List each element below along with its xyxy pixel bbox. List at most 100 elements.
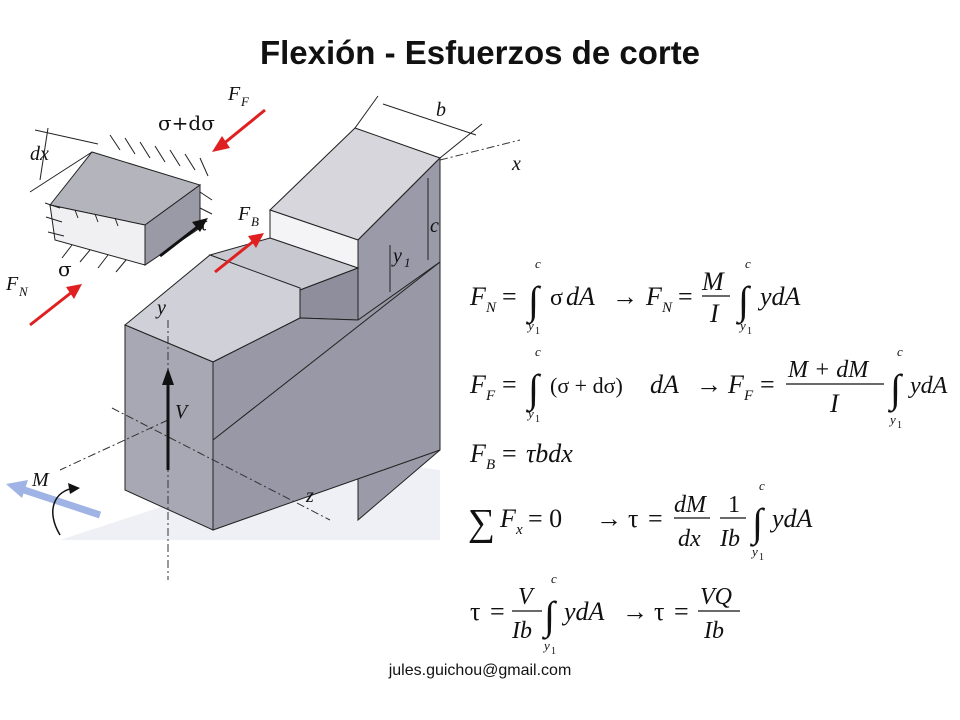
svg-text:Ib: Ib — [719, 526, 740, 552]
svg-text:c: c — [897, 344, 903, 359]
svg-text:I: I — [709, 299, 720, 328]
svg-text:(σ + dσ): (σ + dσ) — [550, 373, 623, 398]
dim-b-ext1 — [354, 95, 379, 129]
svg-text:=: = — [502, 439, 517, 468]
svg-text:→: → — [622, 597, 648, 626]
dim-b — [382, 103, 477, 136]
svg-text:x: x — [515, 522, 523, 538]
svg-text:=: = — [674, 597, 689, 626]
equation-4: ∑ F x = 0 → τ = dM dx 1 Ib ∫ c y 1 ydA — [468, 478, 813, 563]
svg-text:c: c — [535, 344, 541, 359]
force-FF-arrowhead — [212, 136, 230, 152]
neutral-line — [212, 261, 441, 441]
svg-text:1: 1 — [759, 552, 764, 563]
label-FN: F — [5, 273, 19, 295]
equation-1: F N = ∫ c y 1 σ dA → F N = M I ∫ c y 1 y… — [469, 256, 801, 337]
tau-arrowhead — [192, 218, 208, 232]
svg-text:∑: ∑ — [468, 502, 495, 544]
label-tau: τ — [198, 214, 208, 235]
svg-text:F: F — [645, 282, 663, 311]
svg-text:Ib: Ib — [511, 618, 532, 644]
svg-text:∫: ∫ — [735, 278, 752, 325]
dim-b-ext2 — [439, 123, 483, 159]
svg-text:∫: ∫ — [525, 366, 542, 413]
svg-text:dx: dx — [678, 526, 701, 552]
dx-dim — [39, 127, 49, 181]
stress-arrows-right — [109, 134, 213, 215]
svg-text:1: 1 — [728, 492, 740, 518]
label-sigma-dsigma: σ+dσ — [158, 111, 215, 135]
svg-text:τ: τ — [628, 504, 638, 533]
svg-text:→: → — [612, 282, 638, 311]
svg-text:F: F — [743, 388, 754, 404]
svg-text:τ: τ — [470, 597, 480, 626]
svg-text:=: = — [490, 597, 505, 626]
svg-text:N: N — [485, 300, 497, 316]
svg-text:dM: dM — [674, 492, 708, 518]
svg-text:→: → — [696, 370, 722, 399]
svg-text:VQ: VQ — [700, 584, 732, 610]
label-M: M — [31, 469, 50, 491]
label-FF-sub: F — [240, 94, 250, 109]
svg-text:B: B — [486, 457, 495, 473]
svg-text:y: y — [526, 406, 534, 421]
svg-text:I: I — [829, 389, 840, 418]
svg-text:V: V — [518, 584, 535, 610]
moment-axis-arrowhead — [6, 480, 28, 498]
svg-text:F: F — [727, 370, 745, 399]
label-FF: F — [227, 83, 241, 105]
force-FN-arrow — [29, 290, 73, 327]
stress-arrows-left — [44, 202, 127, 273]
svg-text:=: = — [502, 282, 517, 311]
label-FB: F — [237, 203, 251, 225]
svg-text:1: 1 — [747, 326, 752, 337]
svg-text:σ: σ — [550, 285, 563, 311]
svg-text:→: → — [596, 504, 622, 533]
svg-text:y: y — [526, 318, 534, 333]
svg-text:ydA: ydA — [561, 597, 605, 626]
svg-text:dA: dA — [650, 370, 679, 399]
svg-text:ydA: ydA — [757, 282, 801, 311]
svg-text:F: F — [469, 282, 487, 311]
svg-text:∫: ∫ — [525, 278, 542, 325]
label-V: V — [175, 401, 190, 423]
svg-text:1: 1 — [897, 420, 902, 431]
svg-text:1: 1 — [551, 646, 556, 657]
moment-arc — [52, 487, 76, 536]
force-FN-arrowhead — [66, 284, 82, 299]
svg-text:F: F — [469, 439, 487, 468]
svg-text:c: c — [745, 256, 751, 271]
svg-text:τ: τ — [654, 597, 664, 626]
svg-text:τbdx: τbdx — [526, 439, 573, 468]
svg-text:= 0: = 0 — [528, 504, 562, 533]
equation-3: F B = τbdx — [469, 439, 573, 473]
svg-text:=: = — [502, 370, 517, 399]
force-FF-arrow — [221, 108, 266, 147]
label-y: y — [155, 297, 166, 319]
svg-text:1: 1 — [535, 326, 540, 337]
force-FB-arrow — [214, 238, 256, 274]
z-axis-line — [111, 407, 331, 521]
svg-text:c: c — [551, 571, 557, 586]
label-x: x — [511, 153, 521, 175]
shear-force-arrowhead — [162, 368, 174, 385]
equation-5: τ = V Ib ∫ c y 1 ydA → τ = VQ Ib — [470, 571, 740, 657]
dx-ext1 — [34, 129, 99, 145]
neutral-axis-line — [59, 419, 169, 471]
svg-text:M + dM: M + dM — [787, 357, 870, 383]
svg-text:dA: dA — [566, 282, 595, 311]
label-y1-sub: 1 — [404, 255, 411, 270]
moment-axis-arrow — [16, 484, 102, 519]
svg-text:ydA: ydA — [769, 504, 813, 533]
svg-text:F: F — [469, 370, 487, 399]
svg-text:c: c — [759, 478, 765, 493]
label-c: c — [430, 215, 439, 237]
svg-text:N: N — [661, 300, 673, 316]
footer-email: jules.guichou@gmail.com — [388, 662, 572, 679]
svg-text:F: F — [499, 504, 517, 533]
label-z: z — [305, 485, 314, 507]
label-FN-sub: N — [18, 284, 29, 299]
tau-arrow — [159, 223, 201, 258]
label-FB-sub: B — [251, 214, 259, 229]
